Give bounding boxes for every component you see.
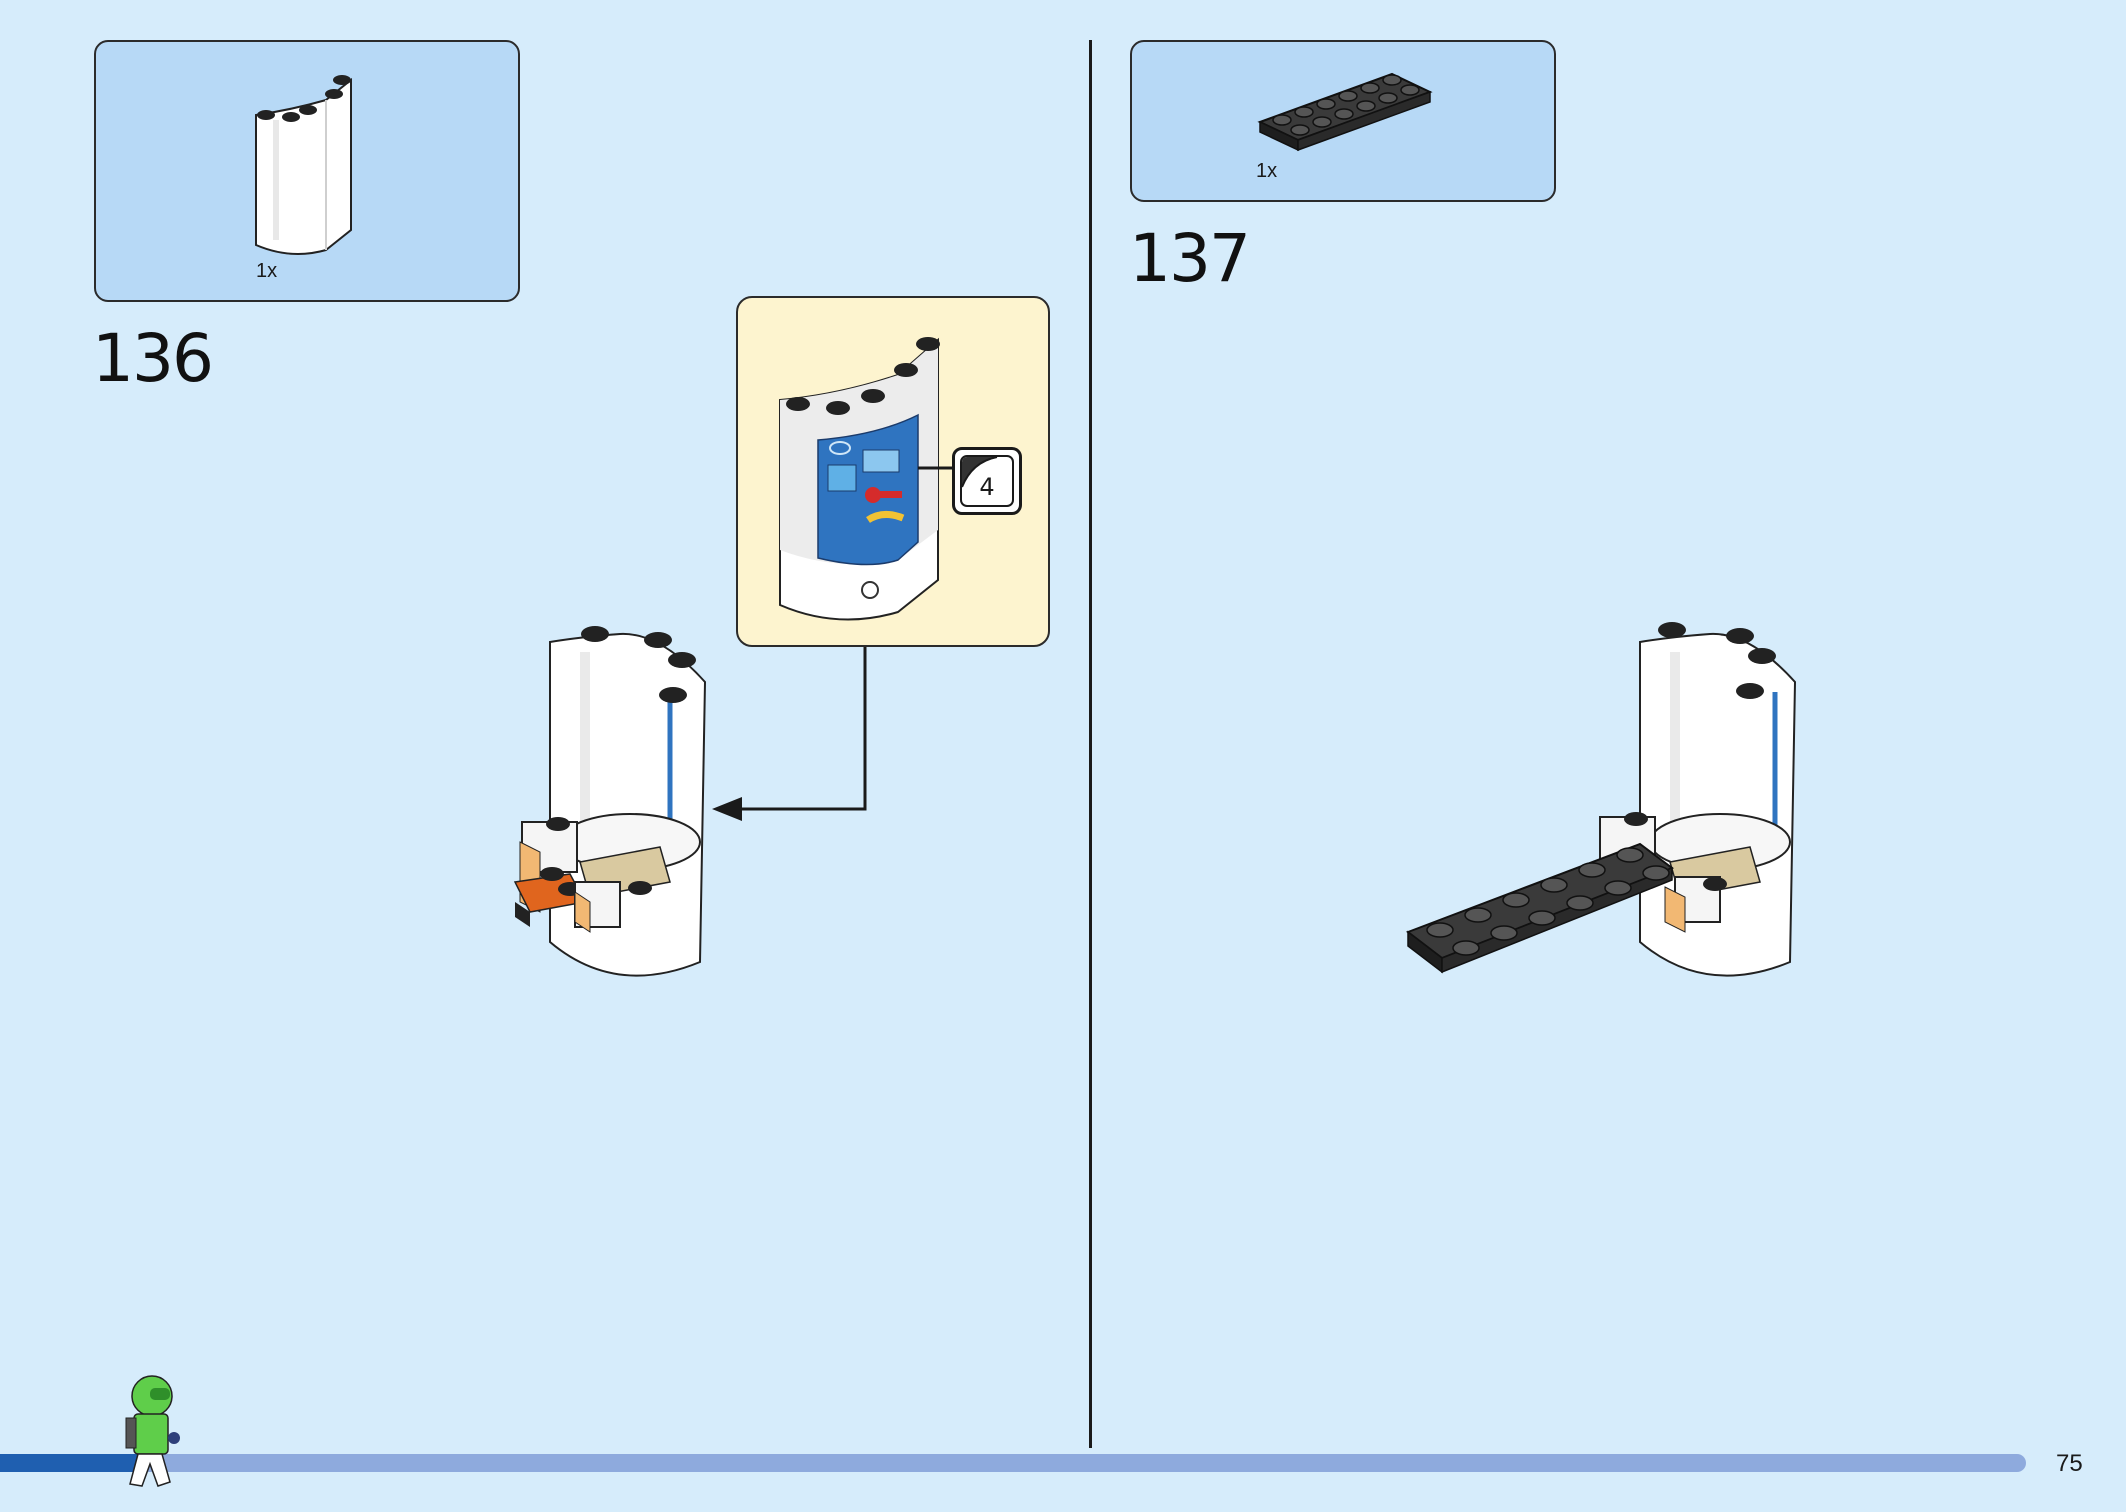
parts-list-step-137: 1x [1130,40,1556,202]
step-number-137: 137 [1129,220,1251,297]
astronaut-minifigure-icon [125,1375,180,1487]
parts-list-step-136: 1x [94,40,520,302]
step-136-model-illustration [513,626,707,977]
wall-panel-with-sticker-icon [779,337,953,621]
black-plate-2x6-icon [1257,72,1433,152]
sticker-number: 4 [979,473,995,501]
callout-arrow [712,647,867,821]
part-quantity: 1x [1256,160,1278,182]
step-137-model-illustration [1405,622,1797,977]
page-divider [1089,40,1092,1448]
build-progress-bar [0,1454,2026,1472]
step-number-136: 136 [92,320,214,397]
build-progress-fill [0,1454,142,1472]
page-number: 75 [2056,1450,2083,1477]
white-curved-wall-panel-icon [255,75,352,255]
sticker-sheet-badge: 4 [952,447,1022,515]
sticker-page-icon: 4 [960,455,1014,507]
part-quantity: 1x [256,260,278,282]
